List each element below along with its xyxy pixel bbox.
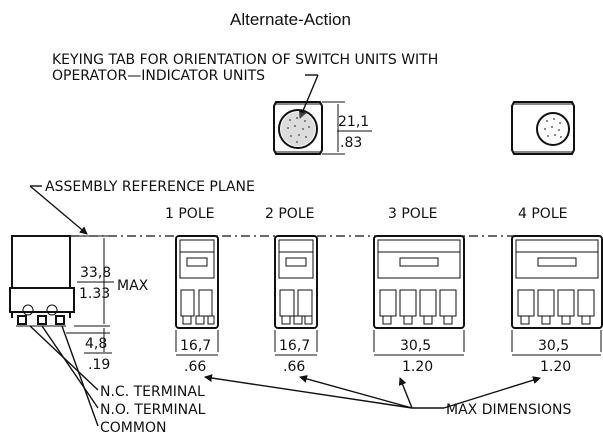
no-terminal-leader <box>41 325 99 409</box>
common-leader <box>61 325 99 427</box>
pole-2-width-in: .66 <box>283 359 305 375</box>
nc-terminal-label: N.C. TERMINAL <box>100 384 205 400</box>
reference-plane-label: ASSEMBLY REFERENCE PLANE <box>45 179 255 195</box>
pole-3-width-in: 1.20 <box>402 359 433 375</box>
pole-label-1: 1 POLE <box>165 206 214 222</box>
terminal-length-in: .19 <box>88 357 110 373</box>
top-view-switch <box>511 101 575 155</box>
pole-1-width-in: .66 <box>184 359 206 375</box>
pole-4-width-mm: 30,5 <box>538 338 569 354</box>
max-dimensions-leader-4 <box>443 376 541 409</box>
max-dimensions-leader-1 <box>204 374 413 409</box>
top-view-dim-in: .83 <box>340 135 362 151</box>
max-dimensions-leader-2 <box>299 375 413 409</box>
max-dimensions-leader-3 <box>398 377 413 409</box>
top-view-dim-mm: 21,1 <box>338 114 369 130</box>
terminal-length-mm: 4,8 <box>85 336 107 352</box>
pole-1-unit <box>175 235 219 329</box>
pole-3-unit <box>373 235 465 329</box>
reference-plane-leader <box>29 185 88 235</box>
side-view-body <box>9 235 75 327</box>
pole-1-width-mm: 16,7 <box>180 338 211 354</box>
pole-label-4: 4 POLE <box>518 206 567 222</box>
keying-tab-label-line1: KEYING TAB FOR ORIENTATION OF SWITCH UNI… <box>52 52 438 68</box>
pole-4-unit <box>511 235 603 329</box>
side-view-height-mm: 33,8 <box>80 265 111 281</box>
side-view-max-label: MAX <box>117 278 149 294</box>
max-dimensions-label: MAX DIMENSIONS <box>446 402 572 418</box>
pole-4-width-in: 1.20 <box>540 359 571 375</box>
pole-label-3: 3 POLE <box>388 206 437 222</box>
diagram-title: Alternate-Action <box>230 10 351 29</box>
side-view-height-in: 1.33 <box>79 286 110 302</box>
pole-label-2: 2 POLE <box>265 206 314 222</box>
pole-3-width-mm: 30,5 <box>400 338 431 354</box>
top-view-operator <box>273 101 323 155</box>
no-terminal-label: N.O. TERMINAL <box>100 402 206 418</box>
pole-2-width-mm: 16,7 <box>279 338 310 354</box>
pole-2-unit <box>274 235 318 329</box>
keying-tab-label-line2: OPERATOR—INDICATOR UNITS <box>52 68 265 84</box>
common-label: COMMON <box>100 420 166 436</box>
